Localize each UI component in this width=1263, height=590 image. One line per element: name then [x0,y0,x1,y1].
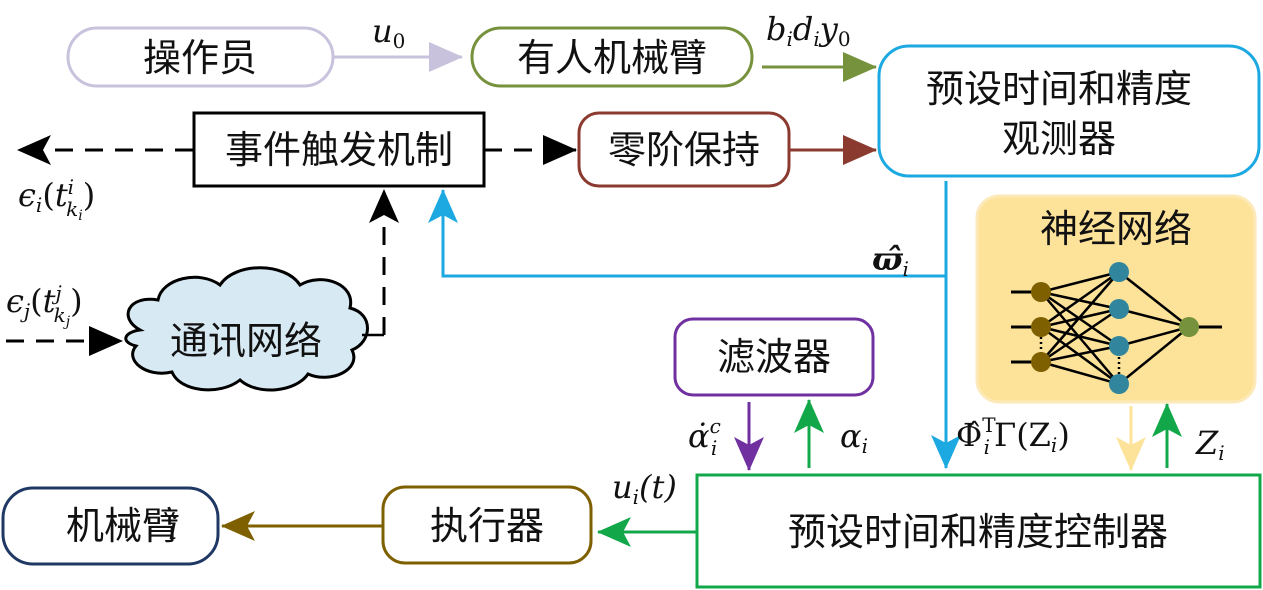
robot-arm-block: 机械臂 i [1,486,220,566]
nn-hidden-node [1109,374,1129,394]
nn-edge [1118,271,1190,328]
nn-edge [1118,307,1190,329]
nn-hidden-node [1109,262,1129,282]
observer-label-line1: 预设时间和精度 [926,67,1192,111]
nn-edge [1040,270,1120,329]
nn-edge [1118,326,1190,385]
nn-edge [1040,291,1120,385]
robot-arm-index: i [168,509,178,547]
network-cloud: 通讯网络 [124,266,369,392]
actuator-label: 执行器 [430,504,544,548]
operator-label: 操作员 [143,36,257,80]
signal-alpha: αi [840,417,868,458]
observer-to-event-trigger-arrow [428,181,948,278]
nn-hidden-node [1109,336,1129,356]
signal-u0: u0 [372,12,405,53]
signal-ui-t: ui(t) [612,468,677,509]
nn-edge [1040,325,1120,386]
nn-edge [1040,270,1120,294]
actuator-block: 执行器 [381,485,593,565]
zero-order-hold-block: 零阶保持 [577,111,791,188]
nn-output-node [1179,317,1199,337]
nn-input-node [1031,282,1051,302]
nn-input-node [1031,317,1051,337]
signal-z: Zi [1195,424,1225,465]
nn-input-node [1031,352,1051,372]
nn-edge [1040,271,1120,363]
event-trigger-block: 事件触发机制 [192,111,486,188]
zero-order-hold-label: 零阶保持 [608,128,760,172]
manned-arm-label: 有人机械臂 [517,36,707,80]
filter-block: 滤波器 [673,317,875,397]
nn-edge [1118,325,1190,348]
neural-network-block: 神经网络 [975,194,1257,404]
observer-block: 预设时间和精度 观测器 [877,44,1261,178]
controller-label: 预设时间和精度控制器 [788,510,1168,554]
signal-bdy: bidiy0 [766,10,851,51]
nn-edge [1040,307,1120,364]
operator-block: 操作员 [66,26,335,88]
filter-label: 滤波器 [717,335,831,379]
nn-edge [1040,344,1120,364]
robot-arm-label: 机械臂 [66,504,180,548]
manned-arm-block: 有人机械臂 [470,26,754,88]
neural-network-graph [1011,262,1222,394]
event-trigger-label: 事件触发机制 [225,128,453,172]
nn-edge [1040,360,1120,386]
neural-network-label: 神经网络 [1040,207,1192,251]
network-label: 通讯网络 [170,319,322,363]
signal-omega-hat: ϖ̂i [872,240,909,281]
nn-hidden-node [1109,299,1129,319]
observer-label-line2: 观测器 [1002,117,1116,161]
controller-block: 预设时间和精度控制器 [695,473,1262,589]
